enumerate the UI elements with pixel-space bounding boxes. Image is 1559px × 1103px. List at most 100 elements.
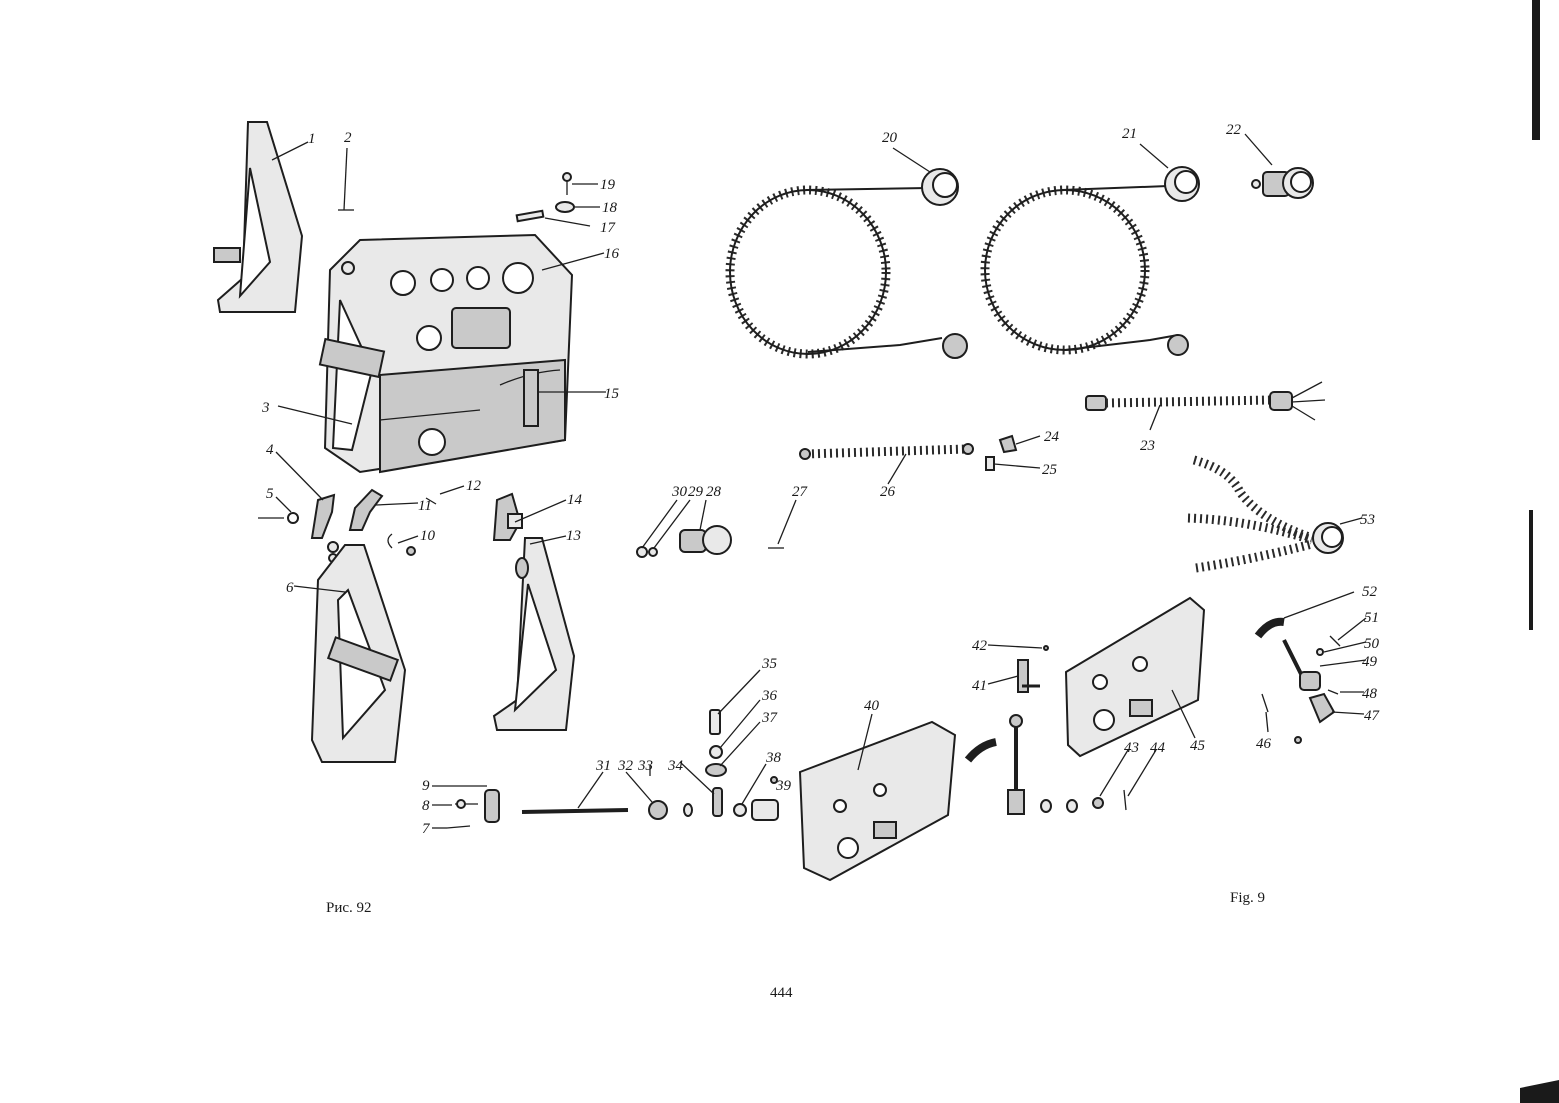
leader-5 xyxy=(275,496,292,513)
leader-6 xyxy=(293,585,346,593)
callout-15: 15 xyxy=(604,386,620,402)
leader-11 xyxy=(375,502,419,506)
callout-44: 44 xyxy=(1150,740,1166,756)
callout-19: 19 xyxy=(600,177,616,193)
scan-edge-shadow-top xyxy=(1532,0,1540,140)
leader-41 xyxy=(987,675,1019,685)
leader-30 xyxy=(641,499,678,549)
leader-53 xyxy=(1339,517,1363,525)
leader-29 xyxy=(653,499,691,549)
leader-46 xyxy=(1265,711,1269,733)
callout-46: 46 xyxy=(1256,736,1272,752)
part-21-gauge-with-capillary xyxy=(980,166,1200,356)
callout-9: 9 xyxy=(422,778,430,794)
parts-46-52-handle-assembly xyxy=(1254,617,1341,744)
leader-13 xyxy=(529,535,567,545)
callout-34: 34 xyxy=(667,758,684,774)
callout-8: 8 xyxy=(422,798,430,814)
instrument-panel-housing xyxy=(318,233,574,474)
leader-49 xyxy=(1319,659,1367,667)
part-20-gauge-with-capillary xyxy=(725,168,968,359)
leader-50 xyxy=(1323,641,1367,653)
callout-21: 21 xyxy=(1122,126,1137,142)
part-14-clamp xyxy=(492,492,523,541)
callout-27: 27 xyxy=(792,484,809,500)
part-2-pin xyxy=(343,147,348,211)
parts-24-25-fittings xyxy=(985,434,1018,471)
callout-41: 41 xyxy=(972,678,987,694)
callout-16: 16 xyxy=(604,246,620,262)
leader-23 xyxy=(1149,404,1161,431)
callout-49: 49 xyxy=(1362,654,1378,670)
callout-12: 12 xyxy=(466,478,482,494)
page-number: 444 xyxy=(770,985,793,1001)
parts-7-9-fittings xyxy=(446,789,500,829)
leader-28 xyxy=(699,499,707,531)
callout-36: 36 xyxy=(761,688,778,704)
part-6-side-bracket xyxy=(310,544,407,763)
callout-23: 23 xyxy=(1140,438,1155,454)
callout-40: 40 xyxy=(864,698,880,714)
callout-1: 1 xyxy=(308,131,316,147)
leader-26 xyxy=(887,453,907,485)
leader-45 xyxy=(1171,689,1196,739)
leader-3 xyxy=(277,405,353,425)
callout-18: 18 xyxy=(602,200,618,216)
leader-17 xyxy=(544,217,591,227)
callout-26: 26 xyxy=(880,484,896,500)
leader-38 xyxy=(741,763,767,805)
leader-24 xyxy=(1015,435,1041,445)
callout-50: 50 xyxy=(1364,636,1380,652)
callout-47: 47 xyxy=(1364,708,1381,724)
parts-41-42-lever xyxy=(964,645,1127,815)
part-23-cable xyxy=(1085,381,1326,421)
parts-4-12-small-brackets xyxy=(258,488,437,563)
part-45-mounting-plate xyxy=(1064,596,1206,758)
scan-edge-shadow-bottom xyxy=(1520,1080,1559,1103)
callout-42: 42 xyxy=(972,638,988,654)
callout-25: 25 xyxy=(1042,462,1058,478)
part-22-gauge xyxy=(1251,167,1314,199)
callout-43: 43 xyxy=(1124,740,1139,756)
callout-37: 37 xyxy=(761,710,779,726)
part-40-mounting-plate xyxy=(798,720,957,882)
callout-33: 33 xyxy=(637,758,653,774)
callout-4: 4 xyxy=(266,442,274,458)
scan-edge-shadow-middle xyxy=(1529,510,1533,630)
parts-31-39-linkage xyxy=(521,709,779,821)
callout-7: 7 xyxy=(422,821,431,837)
leader-52 xyxy=(1283,591,1355,619)
parts-17-19-hardware xyxy=(515,172,575,223)
leader-12 xyxy=(439,485,465,495)
callout-45: 45 xyxy=(1190,738,1206,754)
figure-caption-right: Fig. 9 xyxy=(1230,890,1265,906)
callout-38: 38 xyxy=(765,750,782,766)
leader-1 xyxy=(271,141,309,161)
callout-29: 29 xyxy=(688,484,704,500)
leader-25 xyxy=(993,463,1041,469)
leader-20 xyxy=(892,147,931,173)
callout-30: 30 xyxy=(671,484,688,500)
leader-44 xyxy=(1127,749,1157,797)
leader-32 xyxy=(625,771,653,803)
leader-42 xyxy=(987,644,1043,649)
leader-51 xyxy=(1337,617,1367,641)
callout-53: 53 xyxy=(1360,512,1375,528)
callout-24: 24 xyxy=(1044,429,1060,445)
leader-43 xyxy=(1099,749,1129,797)
callout-10: 10 xyxy=(420,528,436,544)
part-1-side-bracket xyxy=(213,121,304,313)
callout-20: 20 xyxy=(882,130,898,146)
leader-31 xyxy=(577,771,604,809)
leader-36 xyxy=(719,699,761,749)
callout-39: 39 xyxy=(775,778,792,794)
callout-2: 2 xyxy=(344,130,352,146)
part-53-wiring-harness-gauge xyxy=(1187,455,1344,573)
figure-caption-left: Рис. 92 xyxy=(326,900,372,916)
callout-13: 13 xyxy=(566,528,581,544)
leader-37 xyxy=(719,721,761,767)
callout-51: 51 xyxy=(1364,610,1379,626)
parts-28-30-sender-unit xyxy=(636,525,732,558)
